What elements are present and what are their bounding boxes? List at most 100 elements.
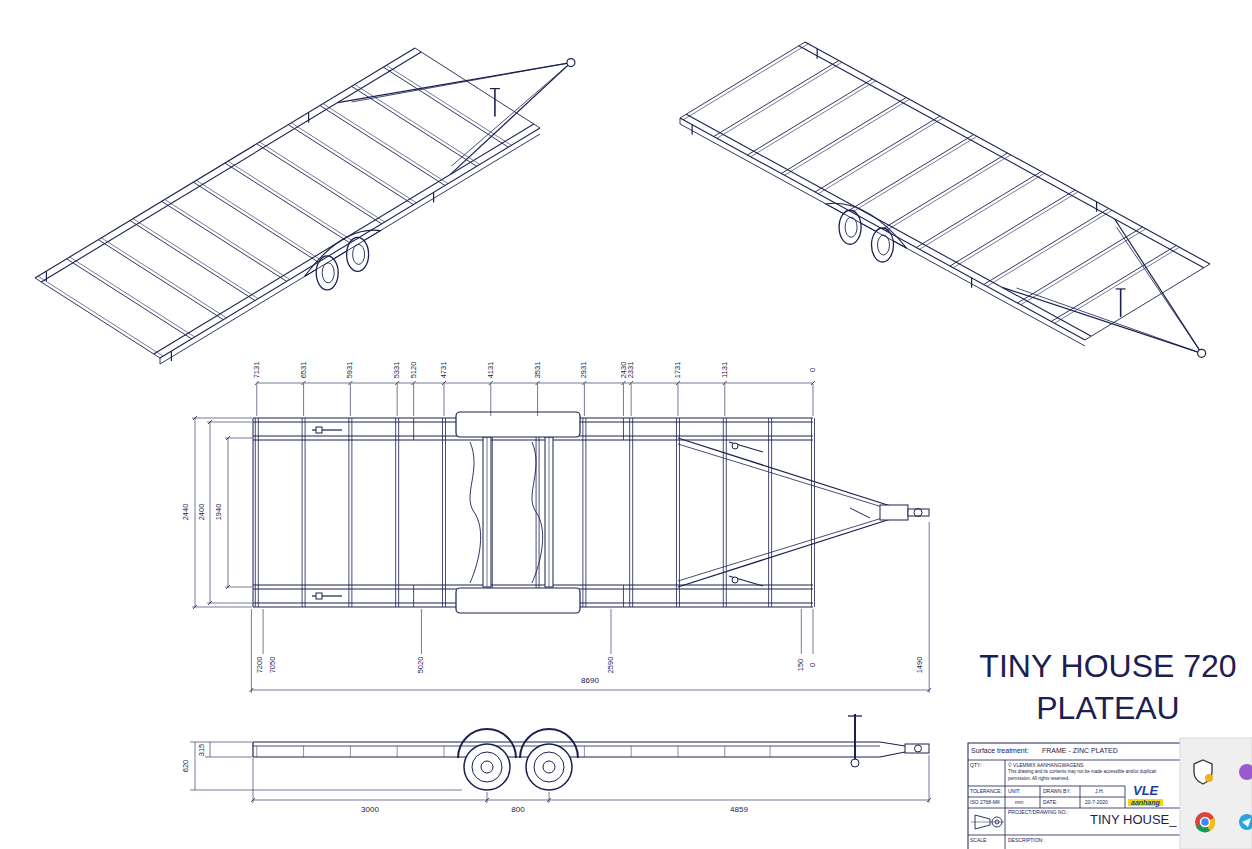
dimension-tick xyxy=(249,688,253,692)
cross-member xyxy=(351,418,352,607)
dimension-value: 2400 xyxy=(198,504,206,521)
title-block-text: UNIT: xyxy=(1008,789,1021,794)
dimension-lines xyxy=(192,381,931,693)
bracket xyxy=(413,418,414,440)
wheel-rim xyxy=(353,244,365,264)
support-leg xyxy=(692,125,693,135)
dimension-line xyxy=(257,383,813,384)
cross-member xyxy=(260,142,385,222)
cross-member xyxy=(291,123,416,203)
extension-line xyxy=(929,755,930,803)
extension-line xyxy=(397,384,398,416)
dimension-line xyxy=(253,800,929,801)
drawbar xyxy=(678,444,892,510)
dimension-tick xyxy=(927,798,931,802)
cross-member xyxy=(815,116,940,192)
dimension-tick xyxy=(255,381,259,385)
jockey-wheel xyxy=(1116,288,1126,289)
cross-member xyxy=(632,418,633,607)
cross-member xyxy=(680,42,805,118)
extension-line xyxy=(631,384,632,416)
dimension-tick xyxy=(723,381,727,385)
cross-member xyxy=(1085,264,1210,340)
dimension-tick xyxy=(395,381,399,385)
cross-member xyxy=(225,163,350,243)
extension-line xyxy=(610,609,611,654)
extension-line xyxy=(813,384,814,416)
cross-member xyxy=(677,746,678,757)
cross-member xyxy=(98,240,223,320)
extension-line xyxy=(256,384,257,416)
coupling-head xyxy=(914,509,922,517)
cross-member xyxy=(442,418,443,607)
shield-icon xyxy=(1194,760,1212,784)
support-leg xyxy=(1096,202,1097,212)
dimension-tick xyxy=(208,601,212,605)
dimension-tick xyxy=(251,798,255,802)
title-block-text: FRAME - ZINC PLATED xyxy=(1042,747,1118,754)
cross-member xyxy=(629,418,630,607)
support-leg xyxy=(308,112,309,122)
dimension-value: 5020 xyxy=(417,657,425,674)
title-block-text: PROJECT/DRAWING NO.: xyxy=(1008,810,1068,815)
drawbar xyxy=(1017,288,1202,353)
title-block-line xyxy=(968,786,1125,787)
axle xyxy=(549,437,550,587)
dimension-value: 1731 xyxy=(674,362,682,379)
fender xyxy=(456,588,580,613)
dimension-line xyxy=(210,742,211,757)
dimension-value: 4131 xyxy=(487,362,495,379)
axle xyxy=(487,437,488,587)
dimension-value: 0 xyxy=(809,663,817,667)
chrome-icon xyxy=(1195,812,1215,832)
dimension-value: 4731 xyxy=(440,362,448,379)
copyright-text: © VLEMMIX AANHANGWAGENS xyxy=(1008,763,1083,768)
cross-member xyxy=(984,209,1109,285)
cross-member xyxy=(953,192,1078,268)
dimension-value: 7050 xyxy=(269,657,277,674)
dimension-value: 2430 xyxy=(620,362,628,379)
cross-member xyxy=(916,172,1041,248)
frame-rail xyxy=(253,440,813,441)
projection-symbol xyxy=(971,822,1004,823)
wheel-hub xyxy=(543,761,555,773)
extension-line xyxy=(207,603,252,604)
dimension-value: 0 xyxy=(809,368,817,372)
title-block-text: 20-7-2020 xyxy=(1085,800,1108,805)
cross-member xyxy=(818,118,943,194)
cross-member xyxy=(748,79,873,155)
dimension-tick xyxy=(927,688,931,692)
support-leg xyxy=(817,49,818,59)
dimension-tick xyxy=(442,381,446,385)
dimension-value: 2440 xyxy=(182,504,190,521)
support-leg xyxy=(729,442,763,452)
dimension-value: 5120 xyxy=(410,362,418,379)
cross-member xyxy=(350,746,351,757)
extension-line xyxy=(929,522,930,693)
title-block-text: QTY: xyxy=(970,763,981,768)
title-block-line xyxy=(1005,760,1006,849)
dimension-tick xyxy=(536,381,540,385)
support-leg xyxy=(316,593,322,599)
jockey-wheel xyxy=(1120,289,1122,317)
jockey-wheel xyxy=(848,715,862,716)
app-icon xyxy=(1239,764,1252,780)
jockey-wheel xyxy=(854,714,856,760)
cross-member xyxy=(323,104,448,184)
drawbar xyxy=(678,438,900,509)
wheel xyxy=(464,744,510,790)
dimension-tick xyxy=(193,416,197,420)
cross-member xyxy=(886,155,1011,231)
cross-member xyxy=(751,81,876,157)
cross-member xyxy=(255,418,256,607)
coupling-head xyxy=(908,509,929,516)
dimension-tick xyxy=(485,798,489,802)
frame-rail xyxy=(154,124,534,354)
cross-member xyxy=(395,418,396,607)
cross-member xyxy=(398,418,399,607)
extension-line xyxy=(537,384,538,416)
dimension-value: 800 xyxy=(511,806,524,814)
dimension-value: 2331 xyxy=(627,362,635,379)
wheel xyxy=(526,744,572,790)
cross-member xyxy=(717,62,842,138)
